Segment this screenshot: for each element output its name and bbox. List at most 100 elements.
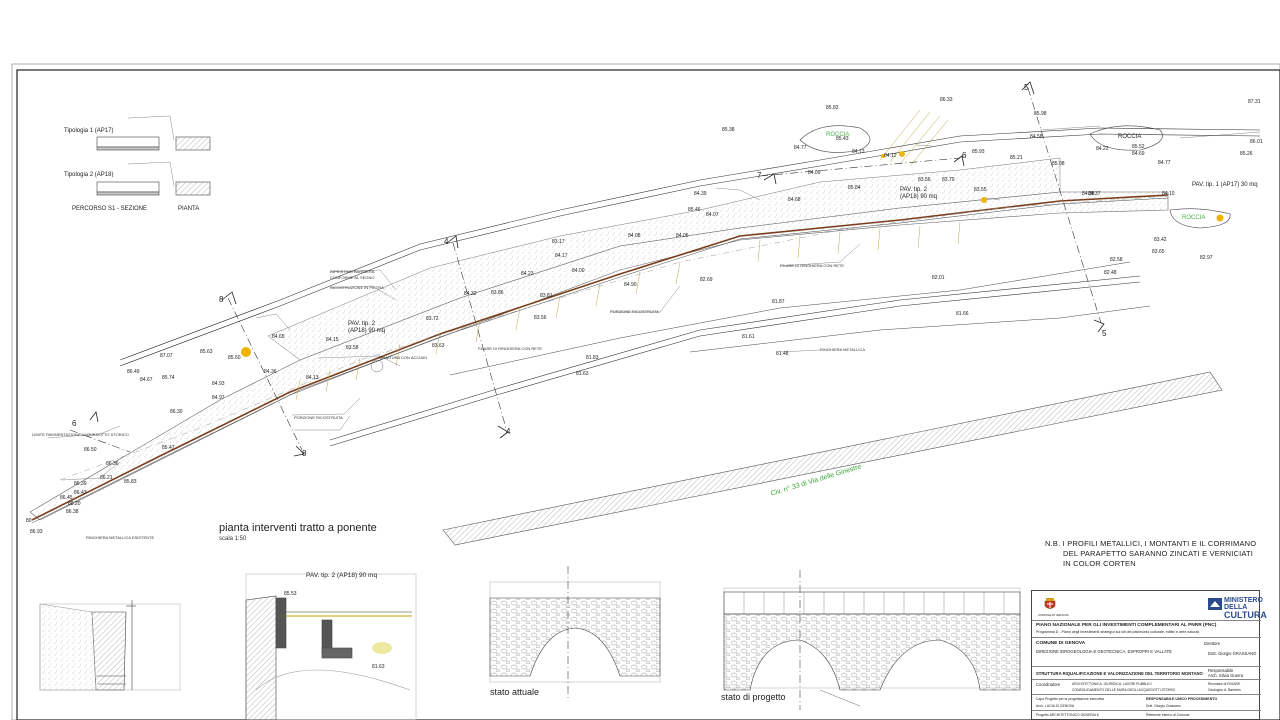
annotation: RINGHIERA METALLICA [820, 347, 866, 352]
side-note-2: Geologico A. Barberis [1208, 688, 1241, 692]
elevation-label: 84.39 [694, 191, 707, 197]
note-line-1: N.B. I PROFILI METALLICI, I MONTANTI E I… [1045, 539, 1257, 548]
elevation-label: 83.17 [552, 239, 565, 245]
elevation-label: 84.77 [794, 145, 807, 151]
elevation-label: 87.31 [1248, 99, 1261, 105]
section-arrows [89, 81, 1105, 457]
annotation: FILARE DI RINGHIERA CON RETE [478, 346, 543, 351]
elevation-label: 84.36 [264, 369, 277, 375]
leader-lines [47, 115, 1261, 481]
section-mark-7: 7 [757, 171, 762, 180]
railing-line-2 [31, 197, 1169, 524]
elevation-label: 85.47 [162, 445, 175, 451]
elevation-label: 84.22 [1096, 146, 1109, 152]
detail-section-left [39, 600, 181, 691]
elevation-label: 85.84 [848, 185, 861, 191]
elevation-label: 86.36 [106, 461, 119, 467]
outer-frame [11, 63, 1280, 720]
elevation-label: 82.01 [932, 275, 945, 281]
elevation-label: 85.63 [200, 349, 213, 355]
section-mark-4: 4 [444, 237, 449, 246]
elevation-label: 82.97 [1200, 255, 1213, 261]
pav-label-2-line1: PAV. tip. 2 [900, 187, 927, 193]
boundary-lower-3 [449, 261, 1131, 376]
marker-dot [241, 347, 251, 357]
referente: Referente interno al Comune [1146, 713, 1190, 717]
boundary-top [119, 127, 1261, 361]
elevation-label: 81.61 [742, 334, 755, 340]
elevation-label: 86.39 [74, 481, 87, 487]
section-mark-5b: 5 [1102, 329, 1107, 338]
stakes [295, 109, 961, 401]
elevation-label: 84.65 [272, 334, 285, 340]
elevation-label: 87.07 [160, 353, 173, 359]
note-line-3: IN COLOR CORTEN [1063, 559, 1136, 568]
construction-note: N.B. I PROFILI METALLICI, I MONTANTI E I… [1045, 539, 1256, 569]
annotation: RINGHIERA METALLICA ESISTENTE [86, 535, 155, 540]
annotation: PORZIONE RICOSTRUITA [294, 415, 343, 420]
marker-dot [1216, 214, 1224, 222]
elevation-label: 84.00 [572, 268, 585, 274]
annotation: CONFORME AL SEGNO [330, 275, 375, 280]
boundary-lower-2 [329, 281, 1141, 447]
elevation-label: 84.23 [521, 271, 534, 277]
elevation-label: 84.07 [706, 212, 719, 218]
elevation-label: 84.97 [212, 395, 225, 401]
elevation-label: 84.32 [464, 291, 477, 297]
pav-label-detail: PAV. tip. 2 (AP18) 90 mq [306, 572, 378, 579]
struttura: STRUTTURA RIQUALIFICAZIONE E VALORIZZAZI… [1036, 671, 1203, 676]
direttore-name: Dott. Giorgio GRASSANO [1208, 651, 1257, 656]
elevation-label: 84.09 [808, 170, 821, 176]
boundary-lower-4 [689, 305, 1151, 353]
elevation-label: 83.42 [1154, 237, 1167, 243]
elevation-label: 82.69 [700, 277, 713, 283]
title-block: COMUNE DI GENOVA MINISTERO DELLA CULTURA… [1031, 590, 1267, 720]
elevation-label: 84.12 [884, 153, 897, 159]
elevation-label: 81.66 [956, 311, 969, 317]
axis-line [59, 195, 1169, 481]
elevation-label: 86.45 [60, 495, 73, 501]
annotation: FILARE DI RINGHIERA CON RETE [780, 263, 845, 268]
boundary-top-2 [119, 133, 1261, 367]
elevation-label: 81.63 [372, 664, 385, 670]
elevation-label: 85.53 [284, 591, 297, 597]
piano-title: PIANO NAZIONALE PER GLI INVESTIMENTI COM… [1036, 623, 1217, 628]
elevation-label: 83.65 [1152, 249, 1165, 255]
upper-pavement-area [267, 157, 1061, 361]
elevation-label: 86.43 [74, 490, 87, 496]
elevation-label: 80 [26, 518, 32, 524]
elevation-label: 85.74 [162, 375, 175, 381]
programma: Programma D - Piano degli investimenti s… [1036, 630, 1199, 634]
elevation-label: 84.38 [1082, 191, 1095, 197]
ministry-line-3: CULTURA [1224, 610, 1267, 620]
elevation-label: 85.83 [826, 105, 839, 111]
detail-stato-progetto [723, 570, 1021, 710]
elevation-label: 81.87 [772, 299, 785, 305]
ministry-line-2: DELLA [1224, 603, 1248, 611]
legend-pianta: PIANTA [178, 206, 200, 212]
section-mark-4b: 4 [506, 427, 511, 436]
annotation: PORZIONE RICOSTRUITA [610, 309, 659, 314]
elevation-label: 86.38 [66, 509, 79, 515]
rock-outline-3 [1169, 208, 1231, 229]
comune-name: COMUNE DI GENOVA [1036, 641, 1086, 646]
elevation-label: 85.83 [124, 479, 137, 485]
side-note-1: Ricordare di RIGARE [1208, 682, 1241, 686]
elevation-label: 84.90 [624, 282, 637, 288]
detail-section-middle [245, 573, 417, 720]
roccia-label-3: ROCCIA [1182, 215, 1206, 221]
elevation-label: 86.33 [940, 97, 953, 103]
detail-stato-attuale [489, 566, 661, 700]
pav-label-3: PAV. tip. 1 (AP17) 30 mq [1192, 182, 1258, 188]
pav-label-2-line2: (AP18) 90 mq [900, 194, 938, 200]
elevation-label: 86.93 [30, 529, 43, 535]
pav-label-1-line2: (AP18) 90 mq [348, 328, 386, 334]
stato-attuale-label: stato attuale [490, 687, 540, 697]
pav-label-1: PAV. tip. 2 (AP18) 90 mq [348, 321, 385, 335]
rup-name: Dott. Giorgio Grassano [1146, 704, 1181, 708]
responsabile-label: Responsabile [1208, 668, 1234, 673]
roccia-label-1: ROCCIA [826, 132, 850, 138]
elevation-label: 84.67 [140, 377, 153, 383]
